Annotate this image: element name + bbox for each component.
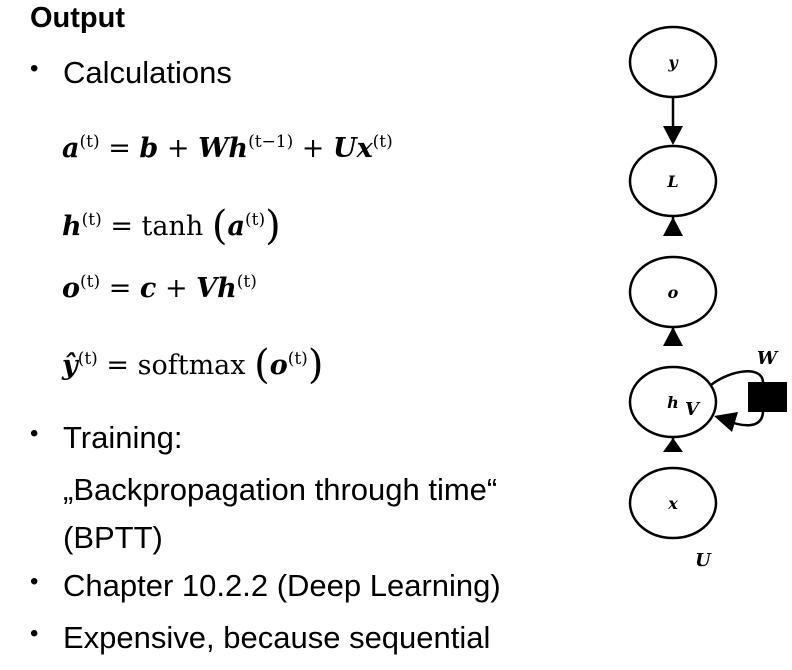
recurrent-edge (710, 370, 765, 386)
bullet-icon: • (30, 55, 39, 82)
svg-text:L: L (666, 172, 678, 191)
bullet-text: Training: (63, 420, 183, 455)
bullet-calculations: • Calculations (30, 55, 232, 91)
equation-y: ŷ(t) = softmax (o(t)) (62, 342, 324, 388)
node-x (628, 466, 718, 540)
svg-text:x: x (667, 494, 678, 513)
arrow-icon (714, 412, 738, 432)
svg-text:h: h (667, 393, 679, 412)
bullet-text: Chapter 10.2.2 (Deep Learning) (63, 568, 501, 603)
bullet-icon: • (30, 620, 39, 647)
bullet-training: • Training: (30, 420, 183, 456)
slide-title: Output (30, 2, 126, 34)
arrow-icon (663, 327, 683, 346)
svg-text:o: o (668, 283, 679, 302)
bullet-chapter: • Chapter 10.2.2 (Deep Learning) (30, 568, 501, 604)
bullet-training-sub2: (BPTT) (63, 520, 163, 555)
bullet-text: Calculations (63, 55, 232, 90)
equation-o: o(t) = c + Vh(t) (62, 272, 257, 304)
svg-text:W: W (757, 348, 779, 369)
arrow-icon (663, 438, 683, 452)
bullet-icon: • (30, 420, 39, 447)
bullet-training-sub1: „Backpropagation through time“ (63, 472, 498, 507)
svg-text:V: V (685, 399, 701, 420)
equation-h: h(t) = tanh (a(t)) (62, 203, 281, 249)
svg-text:y: y (667, 53, 679, 72)
arrow-icon (663, 126, 683, 145)
bullet-text: Expensive, because sequential (63, 620, 491, 655)
arrow-icon (663, 217, 683, 236)
bullet-expensive: • Expensive, because sequential (30, 620, 491, 656)
delay-square (748, 382, 787, 412)
bullet-icon: • (30, 568, 39, 595)
equation-a: a(t) = b + Wh(t−1) + Ux(t) (62, 132, 393, 164)
svg-text:U: U (695, 550, 712, 571)
